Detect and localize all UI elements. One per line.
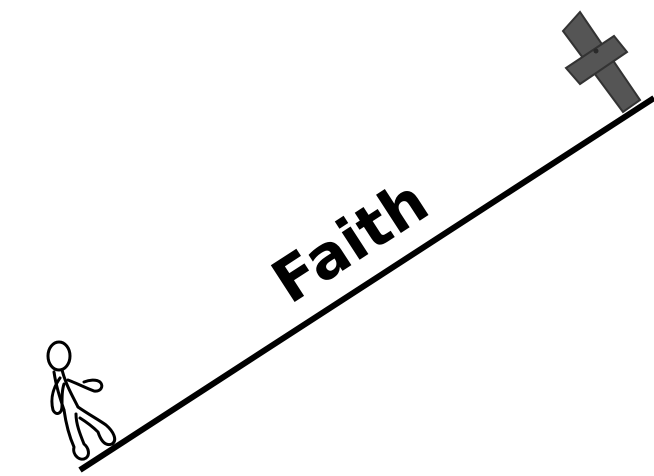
walking-stick-figure-icon [48,342,115,459]
slope-line [80,98,654,470]
cross-icon [563,12,640,112]
